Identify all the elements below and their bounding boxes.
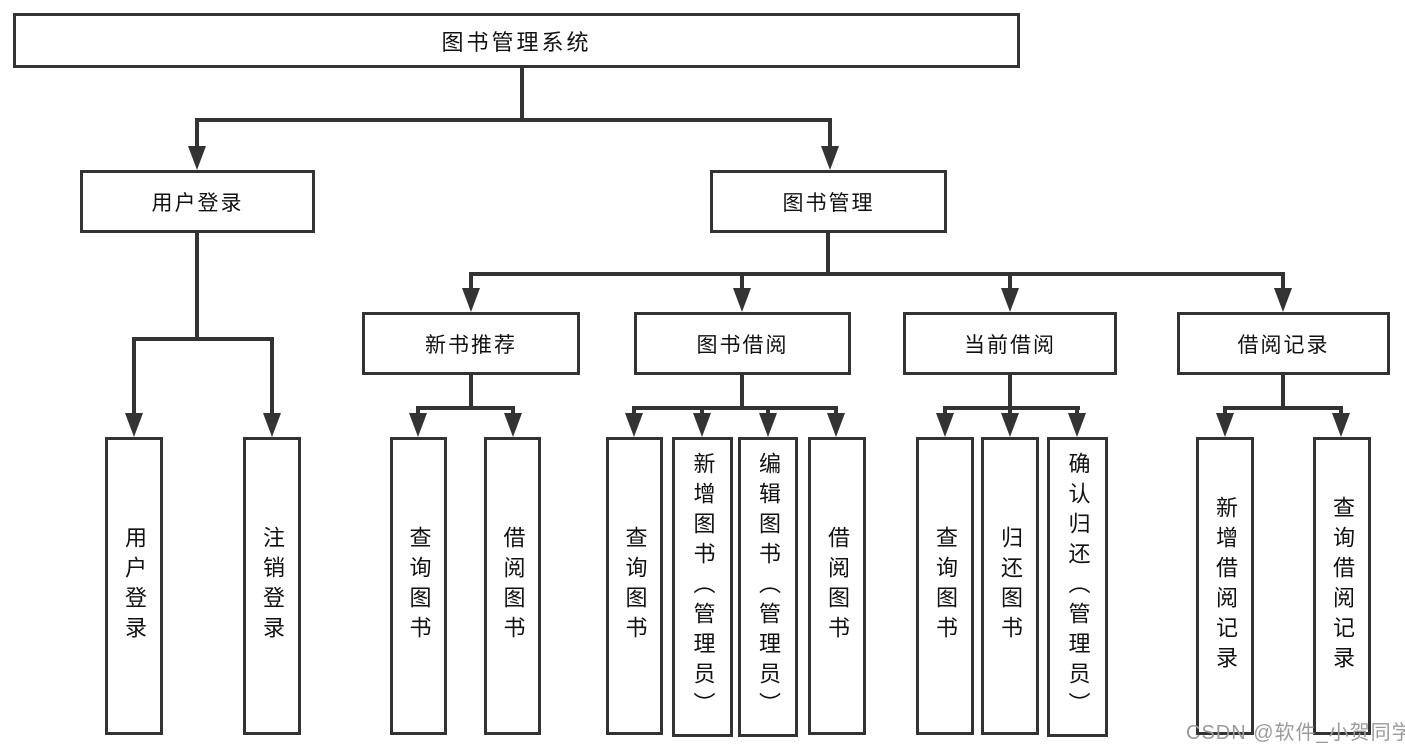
leaf-label: 借阅图书	[825, 526, 850, 646]
connector-line	[270, 337, 274, 419]
node-label: 图书管理	[782, 191, 875, 215]
leaf-confirm-return-admin: 确认归还（管理员）	[1047, 437, 1108, 737]
connector-line	[826, 233, 830, 272]
node-label: 当前借阅	[964, 333, 1056, 357]
arrowhead-down-icon	[936, 413, 954, 437]
arrowhead-down-icon	[1274, 288, 1292, 312]
connector-line	[1008, 375, 1012, 406]
leaf-borrow-books-recommend: 借阅图书	[484, 437, 541, 735]
arrowhead-down-icon	[625, 413, 643, 437]
leaf-label: 用户登录	[122, 526, 147, 646]
connector-line	[740, 272, 744, 292]
connector-line	[632, 406, 838, 410]
leaf-label: 查询图书	[406, 526, 432, 646]
arrowhead-down-icon	[1001, 413, 1019, 437]
node-label: 图书管理系统	[441, 29, 592, 55]
arrowhead-down-icon	[821, 146, 839, 170]
connector-line	[828, 118, 832, 152]
node-label: 借阅记录	[1237, 333, 1330, 357]
leaf-label: 确认归还（管理员）	[1065, 452, 1091, 722]
connector-line	[195, 233, 199, 337]
connector-line	[132, 337, 136, 419]
connector-line	[1008, 272, 1012, 292]
connector-line	[132, 337, 274, 341]
node-borrowing-records: 借阅记录	[1177, 312, 1390, 375]
leaf-borrow-books-borrowing: 借阅图书	[808, 437, 866, 735]
leaf-add-book-admin: 新增图书（管理员）	[672, 437, 733, 737]
leaf-query-books-borrowing: 查询图书	[606, 437, 663, 735]
arrowhead-down-icon	[827, 413, 845, 437]
leaf-label: 新增借阅记录	[1213, 496, 1238, 676]
leaf-label: 查询图书	[933, 526, 958, 646]
connector-line	[469, 272, 1284, 276]
leaf-logout: 注销登录	[243, 437, 301, 735]
leaf-return-books: 归还图书	[981, 437, 1039, 735]
leaf-user-login: 用户登录	[105, 437, 163, 735]
arrowhead-down-icon	[1001, 288, 1019, 312]
leaf-query-books-current: 查询图书	[916, 437, 974, 735]
connector-line	[195, 118, 832, 122]
connector-line	[740, 375, 744, 406]
connector-line	[469, 272, 473, 292]
arrowhead-down-icon	[409, 413, 427, 437]
connector-line	[195, 118, 199, 152]
node-user-login: 用户登录	[80, 170, 315, 233]
csdn-watermark: CSDN @软件_小贺同学	[1186, 722, 1405, 744]
connector-line	[1281, 272, 1285, 292]
node-label: 图书借阅	[696, 333, 789, 357]
node-book-borrowing: 图书借阅	[634, 312, 851, 375]
arrowhead-down-icon	[504, 413, 522, 437]
leaf-label: 借阅图书	[500, 526, 526, 646]
node-label: 新书推荐	[425, 333, 517, 357]
leaf-label: 查询图书	[622, 526, 648, 646]
leaf-label: 归还图书	[998, 526, 1023, 646]
node-label: 用户登录	[151, 191, 244, 215]
node-root-library-management-system: 图书管理系统	[13, 13, 1020, 68]
arrowhead-down-icon	[263, 413, 281, 437]
arrowhead-down-icon	[759, 413, 777, 437]
node-book-management: 图书管理	[710, 170, 947, 233]
leaf-label: 编辑图书（管理员）	[756, 452, 781, 722]
connector-line	[469, 375, 473, 406]
arrowhead-down-icon	[1332, 413, 1350, 437]
arrowhead-down-icon	[1068, 413, 1086, 437]
leaf-label: 注销登录	[260, 526, 285, 646]
node-current-borrowing: 当前借阅	[903, 312, 1117, 375]
leaf-query-books-recommend: 查询图书	[390, 437, 447, 735]
connector-line	[416, 406, 515, 410]
leaf-label: 新增图书（管理员）	[690, 452, 716, 722]
arrowhead-down-icon	[693, 413, 711, 437]
leaf-edit-book-admin: 编辑图书（管理员）	[738, 437, 798, 737]
connector-line	[1223, 406, 1343, 410]
arrowhead-down-icon	[1216, 413, 1234, 437]
node-new-book-recommendation: 新书推荐	[362, 312, 580, 375]
arrowhead-down-icon	[462, 288, 480, 312]
leaf-query-borrow-record: 查询借阅记录	[1313, 437, 1371, 735]
connector-line	[1281, 375, 1285, 406]
arrowhead-down-icon	[188, 146, 206, 170]
arrowhead-down-icon	[733, 288, 751, 312]
connector-line	[520, 68, 524, 118]
leaf-add-borrow-record: 新增借阅记录	[1196, 437, 1254, 735]
leaf-label: 查询借阅记录	[1330, 496, 1355, 676]
arrowhead-down-icon	[125, 413, 143, 437]
